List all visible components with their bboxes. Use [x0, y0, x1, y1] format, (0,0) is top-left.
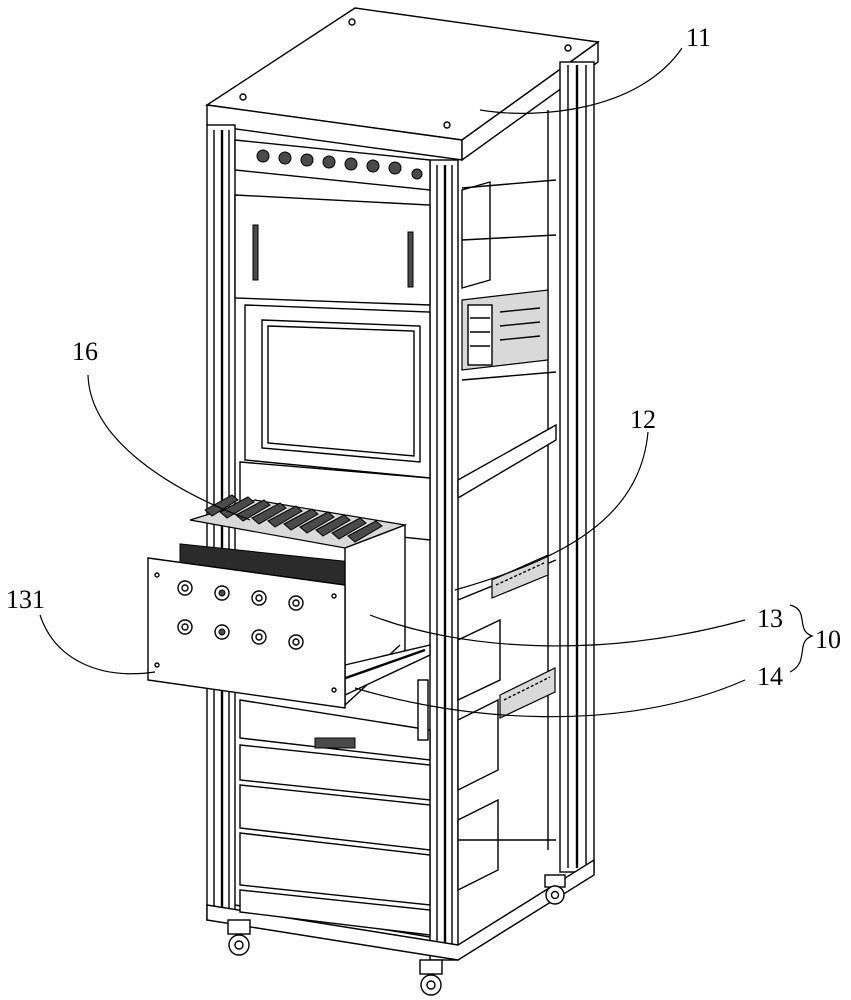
label-10: 10 [815, 625, 841, 654]
front-right-post [429, 159, 459, 961]
pullout-drawer [147, 461, 431, 709]
caster-front-right [419, 959, 443, 996]
label-12: 12 [630, 405, 656, 434]
drawer-front-panel [147, 557, 346, 709]
side-interior [457, 179, 557, 892]
display-monitor [244, 304, 431, 479]
cabinet-top-panel [205, 7, 600, 162]
label-131: 131 [6, 585, 45, 614]
back-right-post [559, 61, 595, 873]
label-13: 13 [757, 604, 783, 633]
connector-strip [234, 139, 431, 191]
label-14: 14 [757, 662, 783, 691]
upper-module [234, 194, 431, 306]
leader-lines [39, 47, 814, 718]
label-11: 11 [686, 23, 711, 52]
lower-modules [239, 679, 431, 936]
caster-front-left [227, 919, 251, 956]
caster-back-right [544, 874, 566, 905]
label-16: 16 [72, 337, 98, 366]
callout-labels: 11 12 16 131 13 14 10 [6, 23, 841, 691]
